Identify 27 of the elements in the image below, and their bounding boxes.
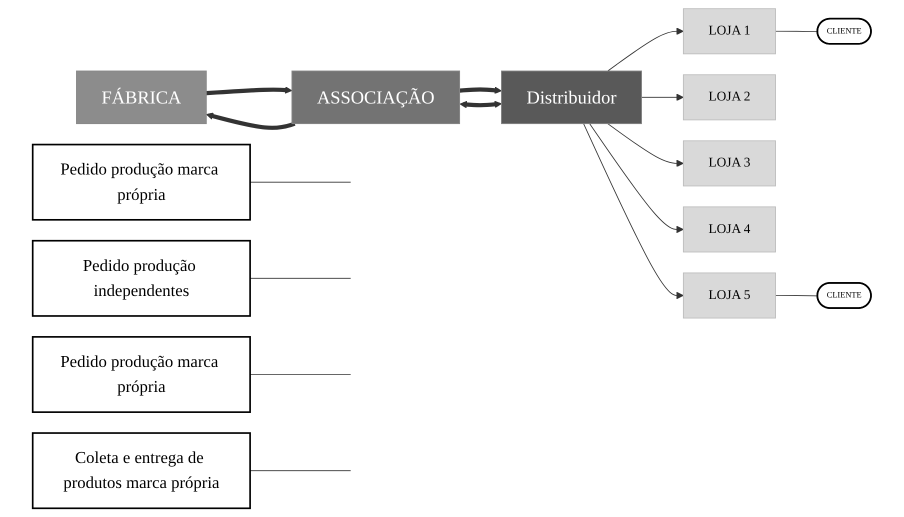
arrow [608,28,684,72]
node-box: LOJA 1 [683,8,776,54]
arrow [460,86,502,94]
node-box: Pedido produção independentes [32,240,252,317]
connector [775,295,818,296]
arrow [206,86,292,96]
arrow [608,123,684,168]
connector [250,182,352,183]
node-box: Pedido produção marca própria [32,336,252,413]
node-box: FÁBRICA [76,70,207,124]
arrow [460,100,502,108]
node-box: Pedido produção marca própria [32,144,252,221]
arrow [641,94,684,101]
node-box: Coleta e entrega de produtos marca própria [32,432,252,510]
node-box: LOJA 5 [683,272,776,318]
node-box: LOJA 2 [683,74,776,120]
connector [775,30,818,32]
node-box: ASSOCIAÇÃO [292,70,460,124]
connector [250,374,352,375]
arrow [589,123,684,234]
arrow [206,112,296,130]
connector [250,278,352,279]
node-box: LOJA 3 [683,140,776,186]
arrow [583,123,684,300]
node-box: Distribuidor [501,70,642,124]
connector [250,470,352,472]
node-box: LOJA 4 [683,206,776,252]
